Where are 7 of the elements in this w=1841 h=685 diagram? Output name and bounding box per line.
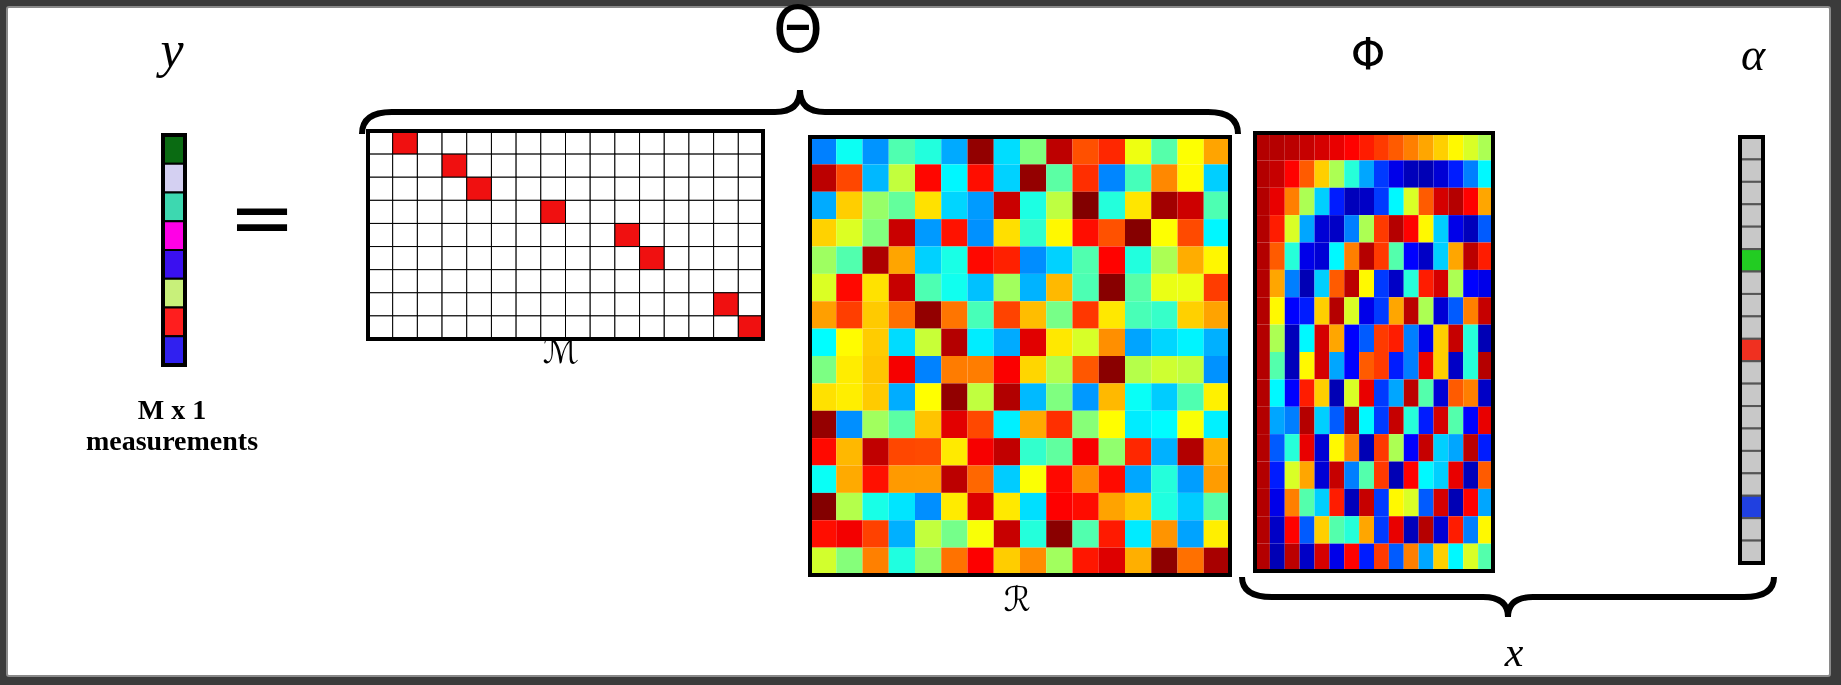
math-symbol: Φ (1350, 30, 1386, 80)
math-symbol: α (1740, 29, 1766, 81)
caption-text: M x 1 measurements (84, 395, 260, 457)
math-symbol: = (228, 174, 296, 262)
math-symbol: Θ (772, 0, 824, 66)
math-symbol: x (1504, 628, 1524, 676)
math-symbol: ℛ (1003, 581, 1031, 619)
